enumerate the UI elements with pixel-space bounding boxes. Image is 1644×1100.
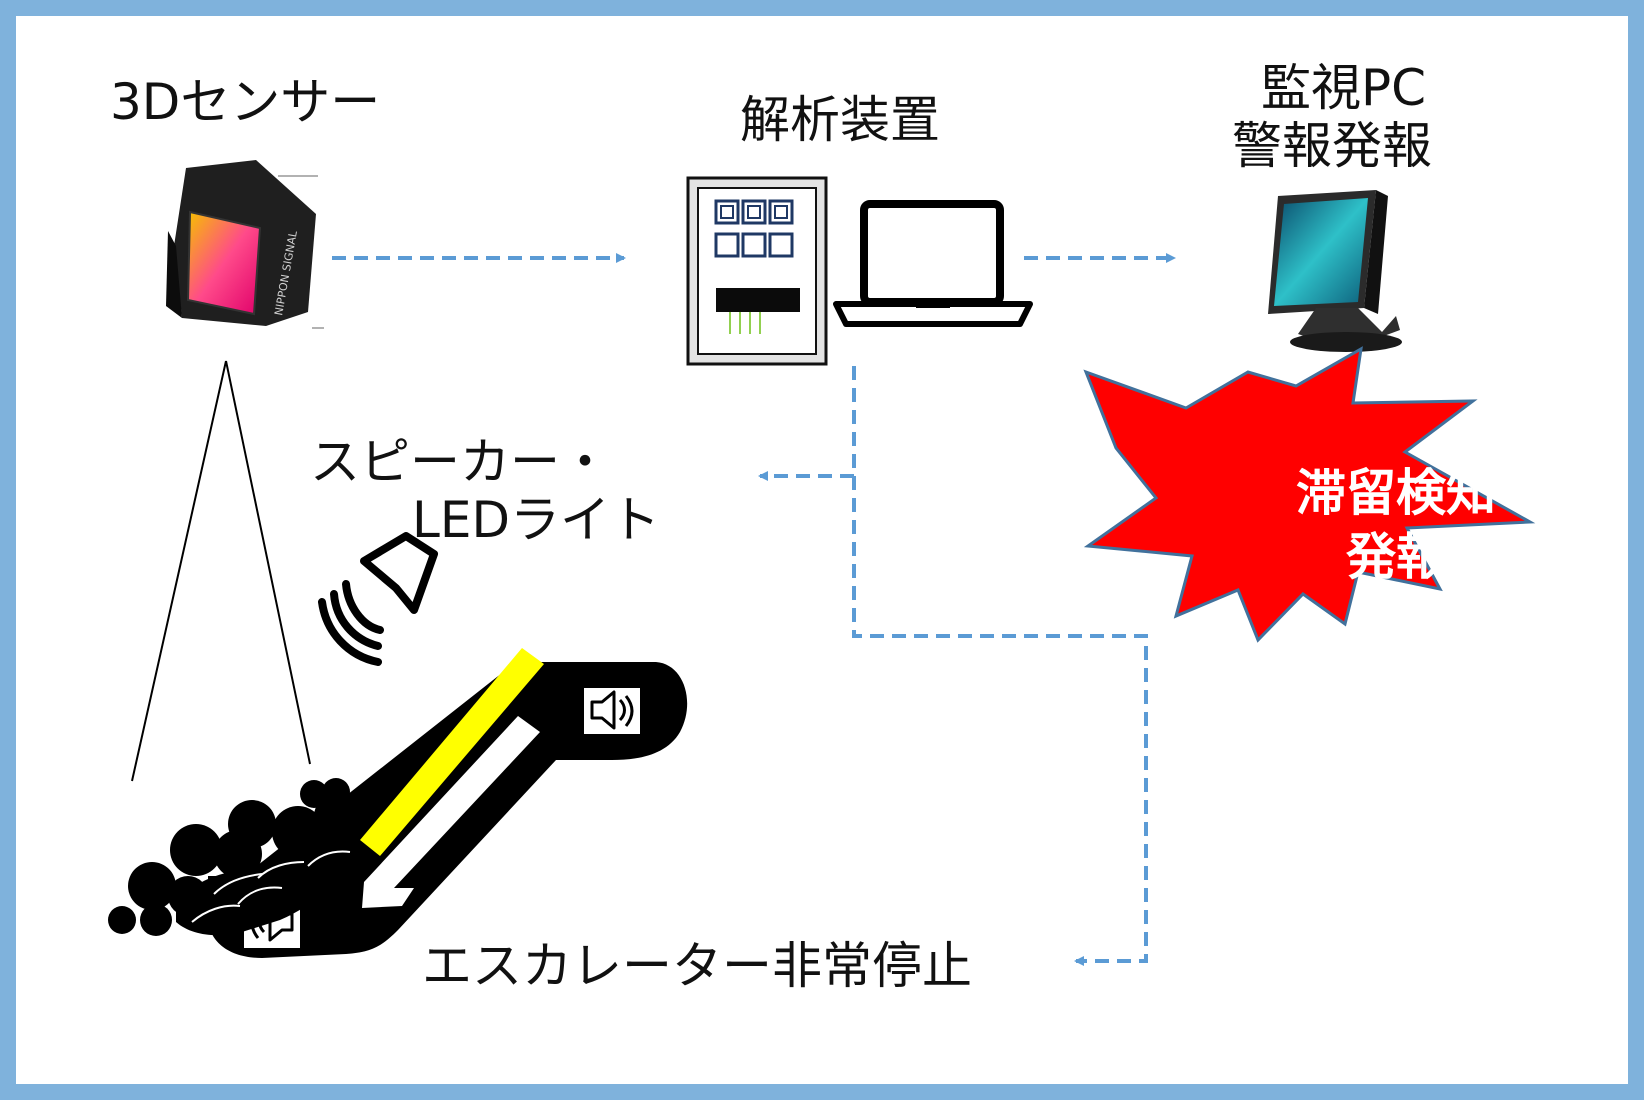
- sensor-detection-cone: [131, 360, 311, 782]
- alert-burst: [1083, 346, 1536, 643]
- sensor-device-icon: NIPPON SIGNAL: [166, 160, 324, 329]
- analyzer-to-escalator-arrow: [852, 476, 1148, 966]
- analyzer-label: 解析装置: [740, 91, 940, 149]
- alert-burst-text: 滞留検知 発報: [1206, 461, 1586, 589]
- crowd-outlines: [191, 850, 351, 923]
- escalator-top-speaker-icon: [584, 688, 640, 734]
- alert-line1: 滞留検知: [1296, 464, 1496, 522]
- escalator-label: エスカレーター非常停止: [422, 937, 972, 995]
- diagram-graphics: NIPPON SIGNAL: [108, 160, 1536, 966]
- analyzer-to-speaker-arrow: [758, 366, 856, 481]
- monitor-label-line1: 監視PC: [1261, 59, 1427, 117]
- monitor-pc-icon: [1268, 190, 1402, 352]
- monitor-label-line2: 警報発報: [1232, 117, 1432, 175]
- speaker-label-line2: LEDライト: [412, 491, 660, 549]
- alert-line2: 発報: [1346, 528, 1446, 586]
- laptop-icon: [833, 200, 1033, 327]
- data-flow-arrows: [332, 253, 1176, 966]
- speaker-label-line1: スピーカー・: [310, 433, 610, 491]
- speaker-icon: [318, 532, 438, 666]
- sensor-label: 3Dセンサー: [110, 73, 381, 131]
- analyzer-cabinet-icon: [686, 176, 828, 366]
- crowd-figures: [108, 778, 362, 936]
- escalator-illustration: [108, 648, 688, 958]
